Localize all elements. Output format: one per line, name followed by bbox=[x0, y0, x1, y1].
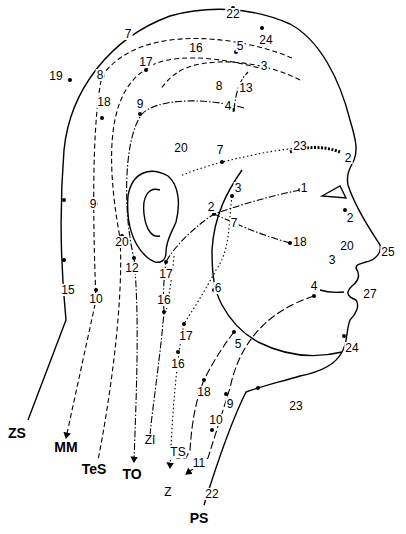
callout-number: 6 bbox=[214, 282, 223, 294]
callout-number: 18 bbox=[96, 96, 111, 108]
callout-number: 12 bbox=[124, 262, 139, 274]
callout-number: 11 bbox=[192, 457, 206, 469]
meridian-abbreviation: TeS bbox=[81, 462, 108, 476]
meridian-abbreviation: MM bbox=[53, 440, 78, 454]
callout-number: 4 bbox=[224, 100, 233, 112]
callout-number: 9 bbox=[89, 198, 98, 210]
callout-number: 17 bbox=[138, 56, 153, 68]
callout-number: 22 bbox=[225, 8, 240, 20]
callout-number: Z bbox=[163, 486, 172, 498]
meridian-abbreviation: PS bbox=[189, 511, 210, 525]
callout-number: 24 bbox=[258, 34, 273, 46]
callout-number: 24 bbox=[344, 342, 359, 354]
callout-number: 7 bbox=[230, 217, 239, 229]
callout-number: 17 bbox=[158, 268, 173, 280]
callout-number: 20 bbox=[339, 240, 354, 252]
callout-number: 5 bbox=[234, 338, 243, 350]
callout-number: 10 bbox=[208, 414, 223, 426]
callout-number: 23 bbox=[292, 140, 307, 152]
callout-number: 25 bbox=[380, 246, 395, 258]
meridian-abbreviation: TO bbox=[121, 467, 142, 481]
callout-number: 27 bbox=[362, 288, 377, 300]
callout-number: 7 bbox=[216, 144, 225, 156]
callout-number: 7 bbox=[124, 28, 133, 40]
callout-number: 16 bbox=[170, 358, 185, 370]
callout-number: 9 bbox=[136, 98, 145, 110]
callout-number: 10 bbox=[88, 293, 103, 305]
callout-number: 4 bbox=[310, 280, 319, 292]
meridian-abbreviation: ZS bbox=[7, 426, 27, 440]
callout-number: 20 bbox=[114, 236, 129, 248]
callout-number: 8 bbox=[215, 80, 224, 92]
callout-number: 2 bbox=[346, 212, 355, 224]
callout-number: 22 bbox=[204, 488, 219, 500]
callout-number: 3 bbox=[260, 60, 269, 72]
callout-number: 23 bbox=[288, 400, 303, 412]
callout-number: ZI bbox=[144, 434, 157, 446]
callout-number: 16 bbox=[188, 42, 203, 54]
callout-number: 17 bbox=[178, 330, 193, 342]
callout-number: 3 bbox=[328, 254, 337, 266]
callout-number: 5 bbox=[236, 40, 245, 52]
callout-number: 8 bbox=[96, 69, 105, 81]
callout-number: 19 bbox=[48, 70, 63, 82]
callout-number: 2 bbox=[344, 152, 353, 164]
callout-number: 13 bbox=[238, 82, 253, 94]
callout-number: TS bbox=[169, 446, 186, 458]
callout-number: 20 bbox=[173, 142, 188, 154]
callout-number: 3 bbox=[234, 182, 243, 194]
callout-number: 18 bbox=[292, 236, 307, 248]
callout-number: 18 bbox=[196, 386, 211, 398]
callout-number: 1 bbox=[300, 182, 309, 194]
callout-number: 16 bbox=[156, 294, 171, 306]
callout-number: 9 bbox=[226, 398, 235, 410]
callout-number: 2 bbox=[207, 201, 216, 213]
callout-number: 15 bbox=[60, 284, 75, 296]
